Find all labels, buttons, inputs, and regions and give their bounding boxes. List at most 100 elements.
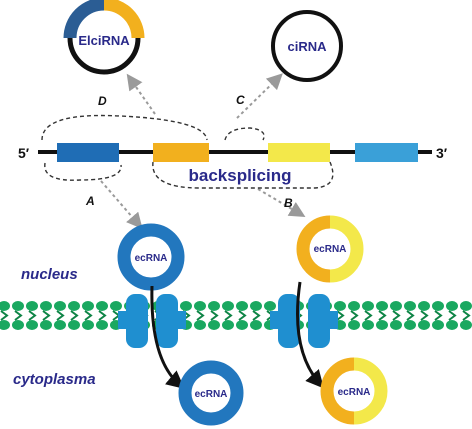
lipid-head bbox=[432, 301, 444, 311]
lipid-head bbox=[222, 320, 234, 330]
lipid-head bbox=[376, 301, 388, 311]
lipid-tail bbox=[406, 310, 415, 321]
lipid-head bbox=[404, 320, 416, 330]
lipid-tail bbox=[42, 310, 51, 321]
lipid-head bbox=[40, 301, 52, 311]
nuclear-membrane bbox=[0, 300, 472, 330]
ecrna-label-cyto-blue: ecRNA bbox=[195, 389, 228, 400]
lipid-head bbox=[362, 320, 374, 330]
lipid-tail bbox=[0, 310, 9, 321]
lipid-head bbox=[222, 301, 234, 311]
lipid-tail bbox=[364, 310, 373, 321]
exon-4 bbox=[355, 143, 418, 162]
lipid-head bbox=[96, 301, 108, 311]
exon-3 bbox=[268, 143, 330, 162]
lipid-tail bbox=[196, 310, 205, 321]
lipid-head bbox=[82, 320, 94, 330]
lipid-head bbox=[334, 301, 346, 311]
lipid-head bbox=[12, 301, 24, 311]
lipid-tail bbox=[14, 310, 23, 321]
lipid-head bbox=[348, 301, 360, 311]
lipid-head bbox=[460, 320, 472, 330]
elcirna-orange-segment bbox=[103, 0, 145, 39]
lipid-head bbox=[68, 301, 80, 311]
lipid-head bbox=[418, 320, 430, 330]
nuclear-pore-right bbox=[270, 294, 338, 348]
lipid-tail bbox=[28, 310, 37, 321]
lipid-head bbox=[110, 301, 122, 311]
path-label-b: B bbox=[284, 196, 293, 210]
lipid-head bbox=[404, 301, 416, 311]
ecrna-yellow-cytoplasmic: ecRNA bbox=[320, 357, 388, 425]
lipid-head bbox=[460, 301, 472, 311]
lipid-head bbox=[362, 301, 374, 311]
lipid-head bbox=[236, 301, 248, 311]
lipid-tail bbox=[224, 310, 233, 321]
arrow-b-to-ecrna bbox=[257, 188, 306, 218]
lipid-head bbox=[418, 301, 430, 311]
lipid-tail bbox=[70, 310, 79, 321]
ecrna-label-nuclear-blue: ecRNA bbox=[135, 253, 168, 264]
export-arrow-left bbox=[150, 285, 185, 389]
export-arrow-right bbox=[296, 281, 324, 389]
ecrna-label-nuclear-yellow: ecRNA bbox=[314, 244, 347, 255]
lipid-head bbox=[26, 320, 38, 330]
arrow-c-to-cirna bbox=[236, 73, 283, 119]
lipid-head bbox=[0, 320, 10, 330]
lipid-tail bbox=[420, 310, 429, 321]
exon-2 bbox=[153, 143, 209, 162]
lipid-head bbox=[348, 320, 360, 330]
lipid-head bbox=[208, 301, 220, 311]
lipid-tail bbox=[84, 310, 93, 321]
nuclear-pore-left bbox=[118, 294, 186, 348]
lipid-head bbox=[54, 320, 66, 330]
lipid-tail bbox=[392, 310, 401, 321]
exon-1 bbox=[57, 143, 119, 162]
lipid-tail bbox=[210, 310, 219, 321]
lipid-head bbox=[446, 320, 458, 330]
lipid-head bbox=[432, 320, 444, 330]
lipid-head bbox=[96, 320, 108, 330]
lipid-tail bbox=[462, 310, 471, 321]
lipid-head bbox=[54, 301, 66, 311]
lipid-tail bbox=[350, 310, 359, 321]
lipid-head bbox=[26, 301, 38, 311]
ecrna-label-cyto-yellow: ecRNA bbox=[338, 387, 371, 398]
lipid-tail bbox=[336, 310, 345, 321]
lipid-head bbox=[250, 301, 262, 311]
elcirna-dark-segment bbox=[63, 0, 105, 39]
lipid-tail bbox=[448, 310, 457, 321]
ecrna-yellow-nuclear: ecRNA bbox=[296, 215, 364, 283]
lipid-head bbox=[236, 320, 248, 330]
lipid-head bbox=[250, 320, 262, 330]
lipid-head bbox=[0, 301, 10, 311]
ecrna-blue-nuclear: ecRNA bbox=[117, 223, 185, 291]
elcirna-circle: ElciRNA bbox=[63, 0, 145, 75]
lipid-head bbox=[12, 320, 24, 330]
lipid-tail bbox=[378, 310, 387, 321]
lipid-head bbox=[40, 320, 52, 330]
lipid-tail bbox=[252, 310, 261, 321]
cirna-label: ciRNA bbox=[287, 39, 327, 54]
lipid-head bbox=[82, 301, 94, 311]
path-label-c: C bbox=[236, 93, 245, 107]
lipid-head bbox=[180, 301, 192, 311]
three-prime-label: 3′ bbox=[436, 145, 448, 161]
path-label-d: D bbox=[98, 94, 107, 108]
five-prime-label: 5′ bbox=[18, 145, 30, 161]
lipid-head bbox=[194, 320, 206, 330]
lipid-head bbox=[264, 301, 276, 311]
arrow-d-to-elcirna bbox=[126, 73, 156, 115]
cirna-circle: ciRNA bbox=[271, 10, 343, 82]
cytoplasma-label: cytoplasma bbox=[13, 371, 96, 388]
arrow-a-to-ecrna bbox=[100, 180, 143, 230]
ecrna-blue-cytoplasmic: ecRNA bbox=[178, 360, 244, 426]
lipid-head bbox=[68, 320, 80, 330]
backsplice-loop-c bbox=[224, 127, 265, 141]
lipid-head bbox=[390, 301, 402, 311]
nucleus-label: nucleus bbox=[21, 266, 78, 283]
lipid-head bbox=[208, 320, 220, 330]
lipid-tail bbox=[238, 310, 247, 321]
